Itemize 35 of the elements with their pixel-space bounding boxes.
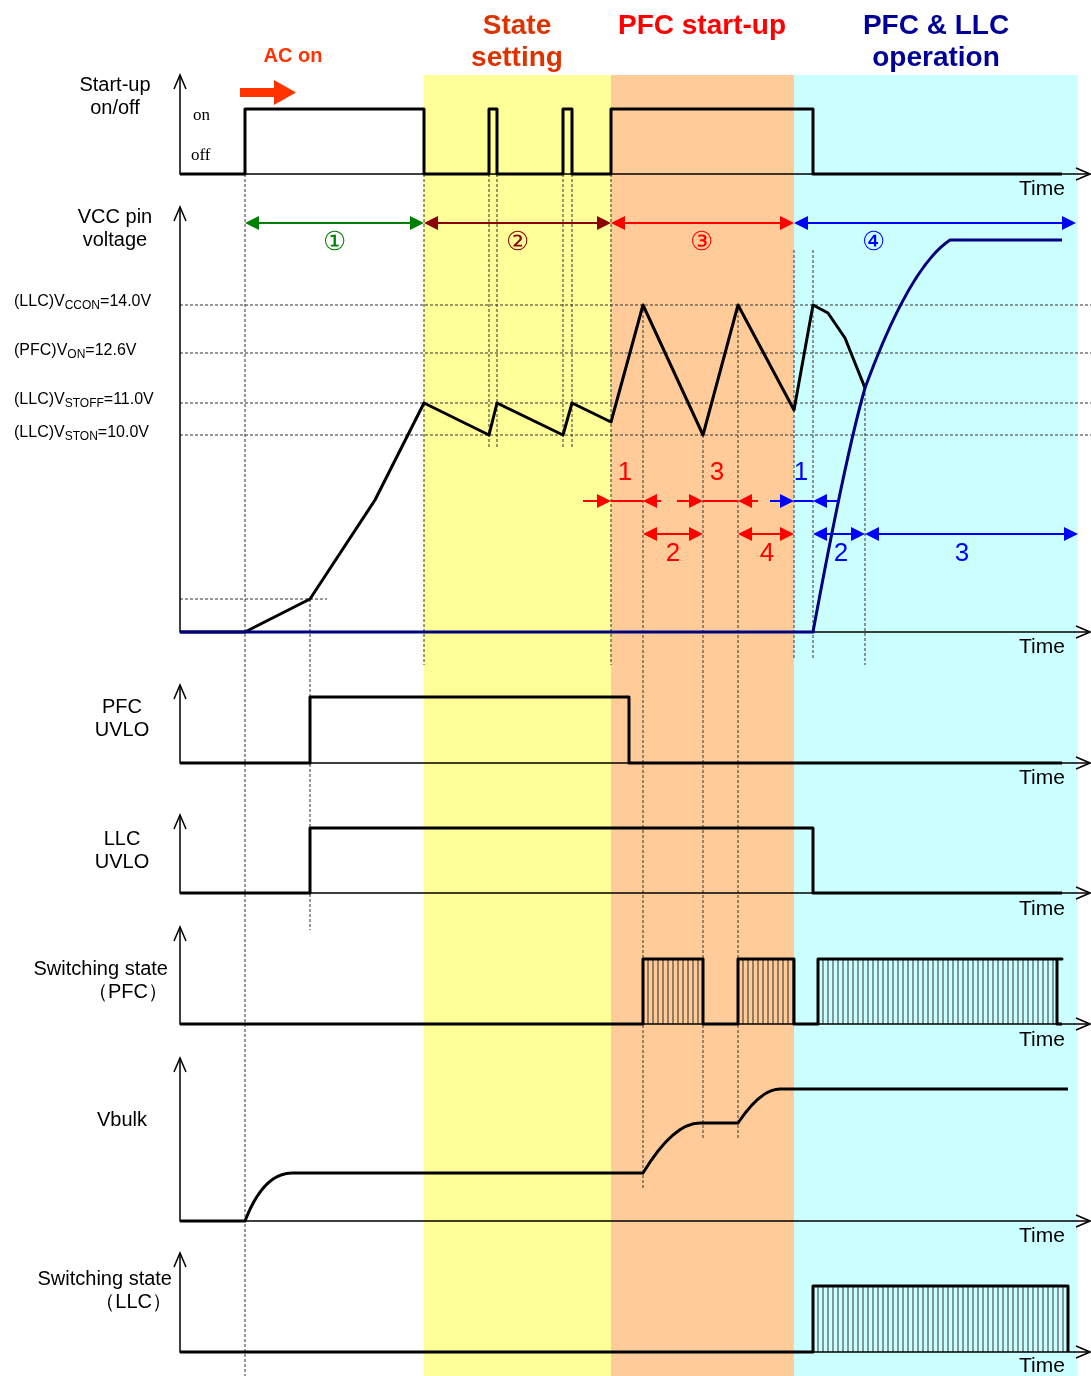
signal-label: Vbulk [96, 1108, 148, 1131]
interval-number: 2 [832, 538, 850, 568]
signal-label: Start-up on/off [78, 73, 152, 119]
threshold-label: (LLC)V$_{STOFF}$=11.0V [14, 390, 155, 409]
signal-label: VCC pin voltage [76, 205, 154, 251]
phase-heading: PFC start-up [617, 9, 787, 41]
signal-label: Time [1019, 1027, 1066, 1052]
interval-number: 3 [708, 457, 726, 487]
signal-label: Switching state （LLC） [36, 1267, 172, 1313]
threshold-label: (PFC)V$_{ON}$=12.6V [14, 341, 138, 360]
signal-label: LLC UVLO [93, 827, 151, 873]
threshold-label: (LLC)V$_{STON}$=10.0V [14, 423, 150, 442]
event-label: AC on [262, 44, 324, 67]
interval-number: 1 [792, 457, 810, 487]
signal-label: Time [1019, 896, 1066, 921]
interval-number: 4 [758, 538, 776, 568]
phase-heading: PFC & LLC operation [861, 9, 1011, 73]
phase-number: ① [321, 227, 347, 257]
interval-number: 2 [664, 538, 682, 568]
signal-label: Time [1019, 634, 1066, 659]
phase-number: ② [504, 227, 530, 257]
level-label: off [191, 145, 212, 165]
phase-heading: State setting [470, 9, 564, 73]
signal-label: Switching state （PFC） [32, 957, 168, 1003]
signal-label: PFC UVLO [93, 695, 151, 741]
interval-number: 1 [616, 457, 634, 487]
threshold-label: (LLC)V$_{CCON}$=14.0V [14, 292, 153, 311]
level-label: on [193, 105, 211, 125]
interval-number: 3 [953, 538, 971, 568]
phase-number: ④ [860, 227, 886, 257]
signal-label: Time [1019, 176, 1066, 201]
signal-label: Time [1019, 1353, 1066, 1376]
signal-label: Time [1019, 1223, 1066, 1248]
signal-label: Time [1019, 765, 1066, 790]
phase-number: ③ [688, 227, 714, 257]
